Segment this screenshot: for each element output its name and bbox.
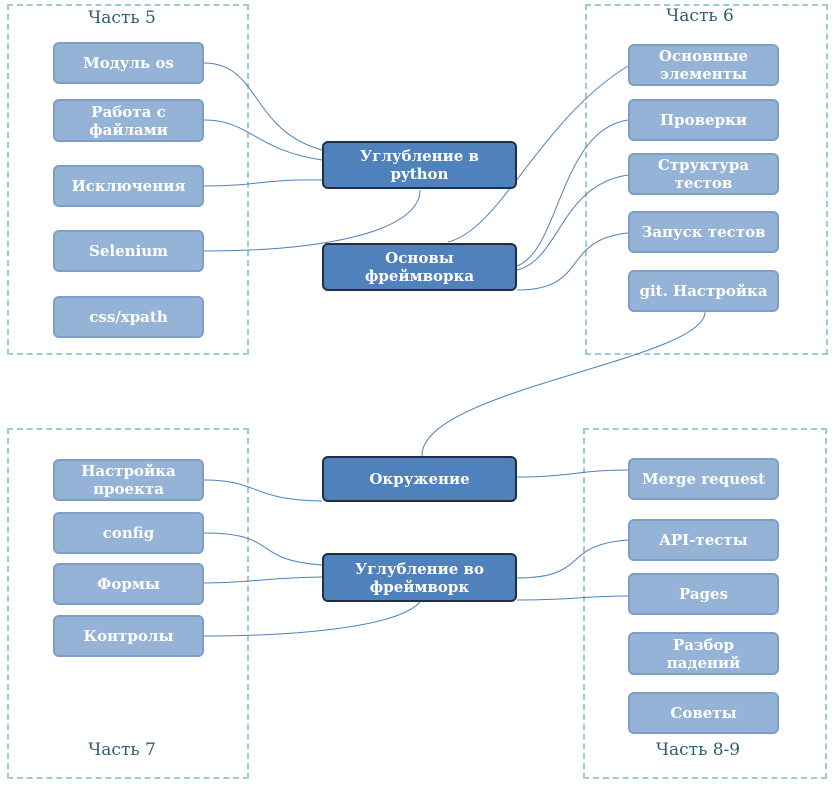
hub-environment: Окружение <box>322 456 517 502</box>
panel-part5 <box>7 4 249 355</box>
leaf-selenium: Selenium <box>53 230 204 272</box>
leaf-run-tests: Запуск тестов <box>628 211 779 253</box>
leaf-pages: Pages <box>628 573 779 615</box>
link-os-python <box>203 62 323 151</box>
link-deep-pages <box>516 595 629 601</box>
panel-part6-title: Часть 6 <box>666 6 734 26</box>
leaf-api-tests: API-тесты <box>628 519 779 561</box>
link-controls-deep <box>203 601 421 637</box>
leaf-config: config <box>53 512 204 554</box>
link-deep-api <box>516 539 629 579</box>
leaf-git-setup: git. Настройка <box>628 270 779 312</box>
link-environment-merge <box>516 469 629 478</box>
leaf-os-module: Модуль os <box>53 42 204 84</box>
link-config-deep <box>203 532 323 566</box>
hub-python-deep-dive: Углубление в python <box>322 141 517 189</box>
leaf-failure-analysis: Разбор падений <box>628 632 779 675</box>
leaf-exceptions: Исключения <box>53 165 204 207</box>
link-project-environment <box>203 479 323 502</box>
link-exceptions-python <box>203 179 323 187</box>
link-selenium-python <box>203 189 421 252</box>
leaf-checks: Проверки <box>628 99 779 141</box>
panel-part89 <box>583 428 827 779</box>
leaf-test-structure: Структура тестов <box>628 153 779 195</box>
hub-framework-basics: Основы фреймворка <box>322 243 517 291</box>
panel-part89-title: Часть 8-9 <box>655 740 741 760</box>
panel-part5-title: Часть 5 <box>88 8 156 28</box>
leaf-merge-request: Merge request <box>628 458 779 500</box>
leaf-css-xpath: css/xpath <box>53 296 204 338</box>
panel-part7 <box>7 428 249 779</box>
link-files-python <box>203 119 323 161</box>
leaf-basic-elements: Основные элементы <box>628 44 779 86</box>
link-basics-run <box>516 232 629 291</box>
link-forms-deep <box>203 576 323 584</box>
link-basics-checks <box>516 119 629 267</box>
leaf-tips: Советы <box>628 692 779 734</box>
leaf-forms: Формы <box>53 563 204 605</box>
panel-part6 <box>585 4 828 355</box>
leaf-working-with-files: Работа с файлами <box>53 99 204 142</box>
link-git-environment <box>421 311 706 457</box>
leaf-controls: Контролы <box>53 615 204 657</box>
leaf-project-setup: Настройка проекта <box>53 459 204 501</box>
hub-framework-deep-dive: Углубление во фреймворк <box>322 553 517 602</box>
link-basics-structure <box>516 174 629 271</box>
panel-part7-title: Часть 7 <box>88 740 156 760</box>
link-basics-elements <box>447 65 629 243</box>
